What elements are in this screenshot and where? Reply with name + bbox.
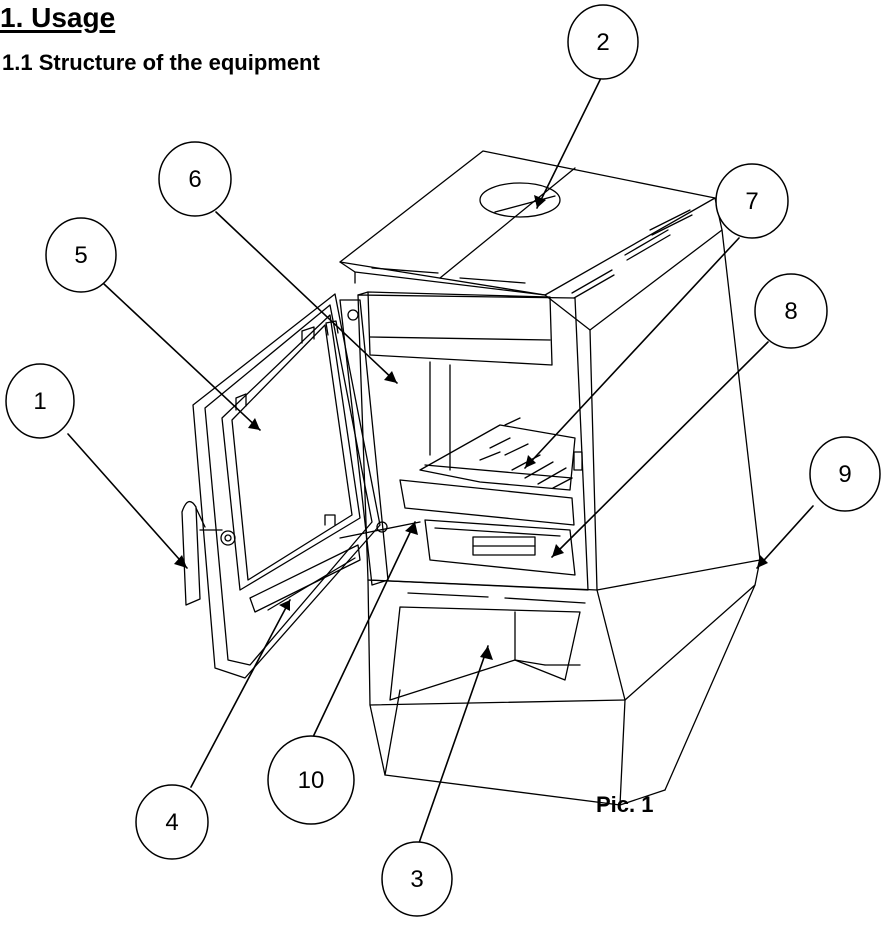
grate bbox=[419, 417, 576, 491]
arrowheads bbox=[174, 195, 768, 660]
callout-circle bbox=[45, 217, 117, 293]
callout-number: 6 bbox=[188, 166, 201, 193]
callouts: 1 2 3 4 5 6 7 8 9 10 bbox=[5, 4, 881, 917]
callout-number: 1 bbox=[33, 388, 46, 415]
vent-slots bbox=[571, 209, 693, 299]
callout-circle bbox=[754, 273, 828, 349]
callout-number: 10 bbox=[298, 767, 325, 794]
figure-caption: Pic. 1 bbox=[596, 792, 654, 817]
air-slider bbox=[249, 544, 361, 613]
callout-9: 9 bbox=[809, 436, 881, 512]
leader-lines bbox=[67, 77, 814, 844]
section-subheading: 1.1 Structure of the equipment bbox=[2, 50, 320, 75]
callout-number: 5 bbox=[74, 242, 87, 269]
flue-outlet bbox=[479, 182, 561, 218]
callout-6: 6 bbox=[158, 141, 232, 217]
callout-7: 7 bbox=[715, 163, 789, 239]
callout-8: 8 bbox=[754, 273, 828, 349]
callout-3: 3 bbox=[381, 841, 453, 917]
callout-1: 1 bbox=[5, 363, 75, 439]
section-heading: 1. Usage bbox=[0, 2, 116, 33]
callout-circle bbox=[381, 841, 453, 917]
callout-circle bbox=[267, 735, 355, 825]
callout-5: 5 bbox=[45, 217, 117, 293]
open-door bbox=[192, 293, 381, 679]
stove-body bbox=[339, 150, 761, 806]
callout-2: 2 bbox=[567, 4, 639, 80]
callout-circle bbox=[135, 784, 209, 860]
callout-circle bbox=[5, 363, 75, 439]
callout-number: 9 bbox=[838, 461, 851, 488]
callout-circle bbox=[715, 163, 789, 239]
callout-number: 3 bbox=[410, 866, 423, 893]
callout-number: 8 bbox=[784, 298, 797, 325]
callout-10: 10 bbox=[267, 735, 355, 825]
callout-number: 7 bbox=[745, 188, 758, 215]
handle bbox=[181, 500, 223, 606]
callout-4: 4 bbox=[135, 784, 209, 860]
callout-number: 2 bbox=[596, 29, 609, 56]
callout-circle bbox=[809, 436, 881, 512]
callout-circle bbox=[567, 4, 639, 80]
ash-pan bbox=[424, 519, 576, 576]
callout-number: 4 bbox=[165, 809, 178, 836]
callout-circle bbox=[158, 141, 232, 217]
